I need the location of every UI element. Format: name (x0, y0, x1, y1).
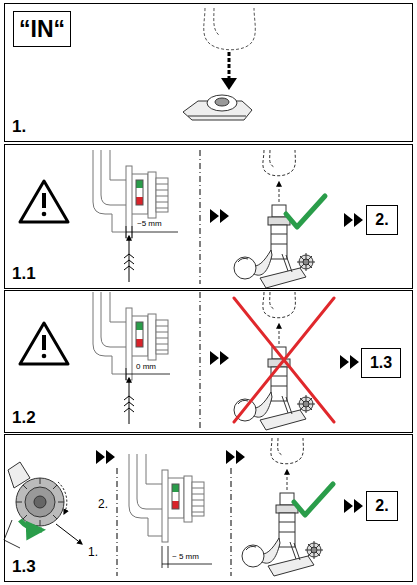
lock-mechanism (93, 150, 168, 238)
dimension-lines (126, 374, 170, 375)
dimension-lines (162, 546, 163, 568)
step-number: 1. (12, 117, 26, 137)
warning-triangle (20, 181, 68, 222)
illustration (340, 355, 359, 369)
step-ref-box: 2. (366, 205, 398, 235)
step-panel: 1.1 2. (4, 144, 413, 289)
warning-triangle (42, 354, 47, 359)
step-ref-box: 1.3 (361, 348, 401, 378)
dimension-lines (162, 546, 212, 568)
socket-mount (188, 116, 246, 117)
adjust-knob (25, 487, 55, 517)
turn-arrow (20, 520, 42, 530)
force-arrow (129, 236, 130, 282)
illustration (210, 351, 229, 365)
step-ref-box: 2. (366, 491, 398, 521)
illustration (344, 499, 363, 513)
step-panel: 1.3 2. (4, 434, 413, 582)
illustration (210, 209, 229, 223)
check-mark (286, 196, 325, 227)
adjust-knob (4, 462, 64, 548)
step-number: 1.2 (12, 408, 36, 428)
step-number: 1.1 (12, 264, 36, 284)
divider-line (200, 150, 201, 284)
step-panel: 1.2 1.3 (4, 290, 413, 433)
warning-triangle (42, 335, 46, 350)
force-arrow (124, 254, 134, 270)
receiver-outline (214, 8, 220, 36)
step-label: 2. (375, 498, 388, 514)
cross-mark (234, 298, 334, 422)
force-arrow (129, 378, 130, 424)
adjust-knob (16, 478, 64, 526)
insert-arrow (221, 78, 237, 90)
warning-triangle (20, 323, 68, 364)
warning-triangle (42, 193, 46, 208)
check-mark (294, 484, 333, 515)
step-label: “IN“ (19, 18, 65, 41)
dimension-lines (162, 564, 212, 565)
dimension-label: ~5 mm (137, 220, 162, 228)
step-label: 2. (375, 212, 388, 228)
illustration (226, 450, 245, 464)
callout-number: 2. (98, 498, 108, 510)
socket-mount (183, 95, 252, 120)
lock-mechanism (129, 454, 204, 542)
rotate-arrow (58, 482, 67, 514)
insert-arrow (228, 52, 231, 78)
dimension-lines (126, 226, 127, 238)
dimension-label: 0 mm (136, 363, 156, 371)
receiver-outline (204, 8, 256, 50)
socket-mount (207, 95, 237, 111)
illustration (344, 213, 363, 227)
step-panel: 1. “IN“ (4, 3, 413, 142)
warning-triangle (20, 181, 68, 222)
pull-arrow (56, 524, 82, 544)
dimension-lines (168, 546, 169, 568)
force-arrow (124, 236, 134, 282)
divider-line (231, 468, 232, 576)
adjust-knob (34, 496, 46, 508)
lock-mechanism (93, 292, 168, 380)
dimension-lines (126, 368, 127, 380)
divider-line (200, 292, 201, 428)
dimension-lines (132, 226, 133, 238)
insert-arrow (221, 52, 237, 90)
dimension-lines (126, 232, 178, 233)
adjust-knob (4, 520, 20, 548)
callout-number: 1. (88, 546, 98, 558)
cross-mark (234, 298, 334, 422)
illustration (96, 450, 115, 464)
force-arrow (124, 378, 134, 424)
warning-triangle (42, 212, 47, 217)
step-number: 1.3 (12, 557, 36, 577)
divider-line (117, 468, 118, 576)
adjust-knob (16, 478, 64, 526)
force-arrow (124, 396, 134, 412)
step-label: 1.3 (370, 355, 392, 371)
mode-box: “IN“ (13, 11, 71, 47)
socket-mount (215, 98, 229, 106)
receiver-outline (204, 8, 256, 50)
warning-triangle (20, 323, 68, 364)
dimension-label: ~ 5 mm (172, 553, 199, 561)
cross-mark (234, 298, 334, 422)
